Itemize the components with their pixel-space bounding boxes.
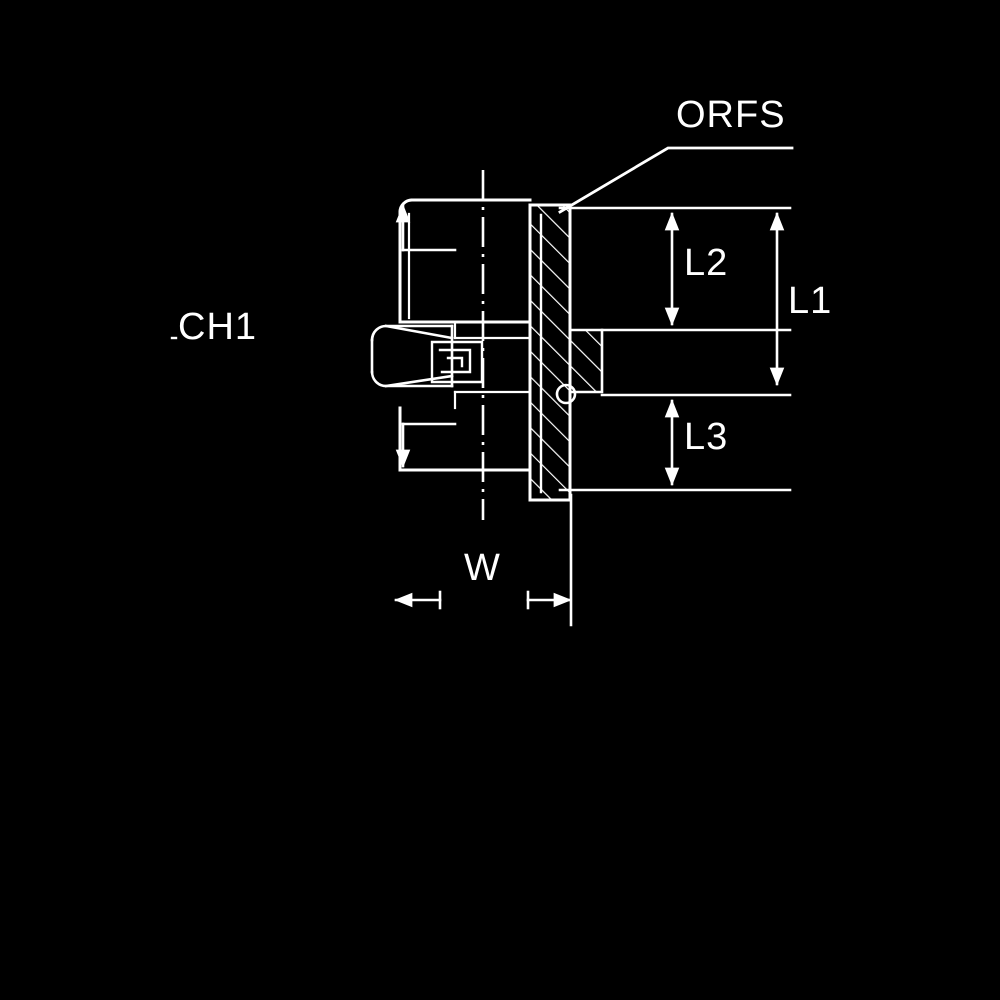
label-ch1: CH1 bbox=[178, 306, 258, 348]
flange-section-body bbox=[528, 203, 572, 502]
seal-land-section bbox=[568, 328, 604, 394]
hex-chamfer-profile bbox=[370, 324, 454, 388]
label-l2: L2 bbox=[684, 242, 729, 284]
label-orfs: ORFS bbox=[676, 94, 786, 136]
label-l3: L3 bbox=[684, 416, 729, 458]
label-l1: L1 bbox=[788, 280, 833, 322]
label-w: W bbox=[464, 547, 501, 589]
hex-nut-body bbox=[398, 198, 532, 472]
dimension-CH1 bbox=[170, 204, 457, 468]
o-ring-bead bbox=[555, 383, 577, 405]
extension-lines bbox=[558, 206, 792, 492]
orfs-leader-line bbox=[558, 146, 794, 214]
internal-thread-detail bbox=[430, 340, 484, 384]
dimension-W bbox=[394, 590, 572, 610]
